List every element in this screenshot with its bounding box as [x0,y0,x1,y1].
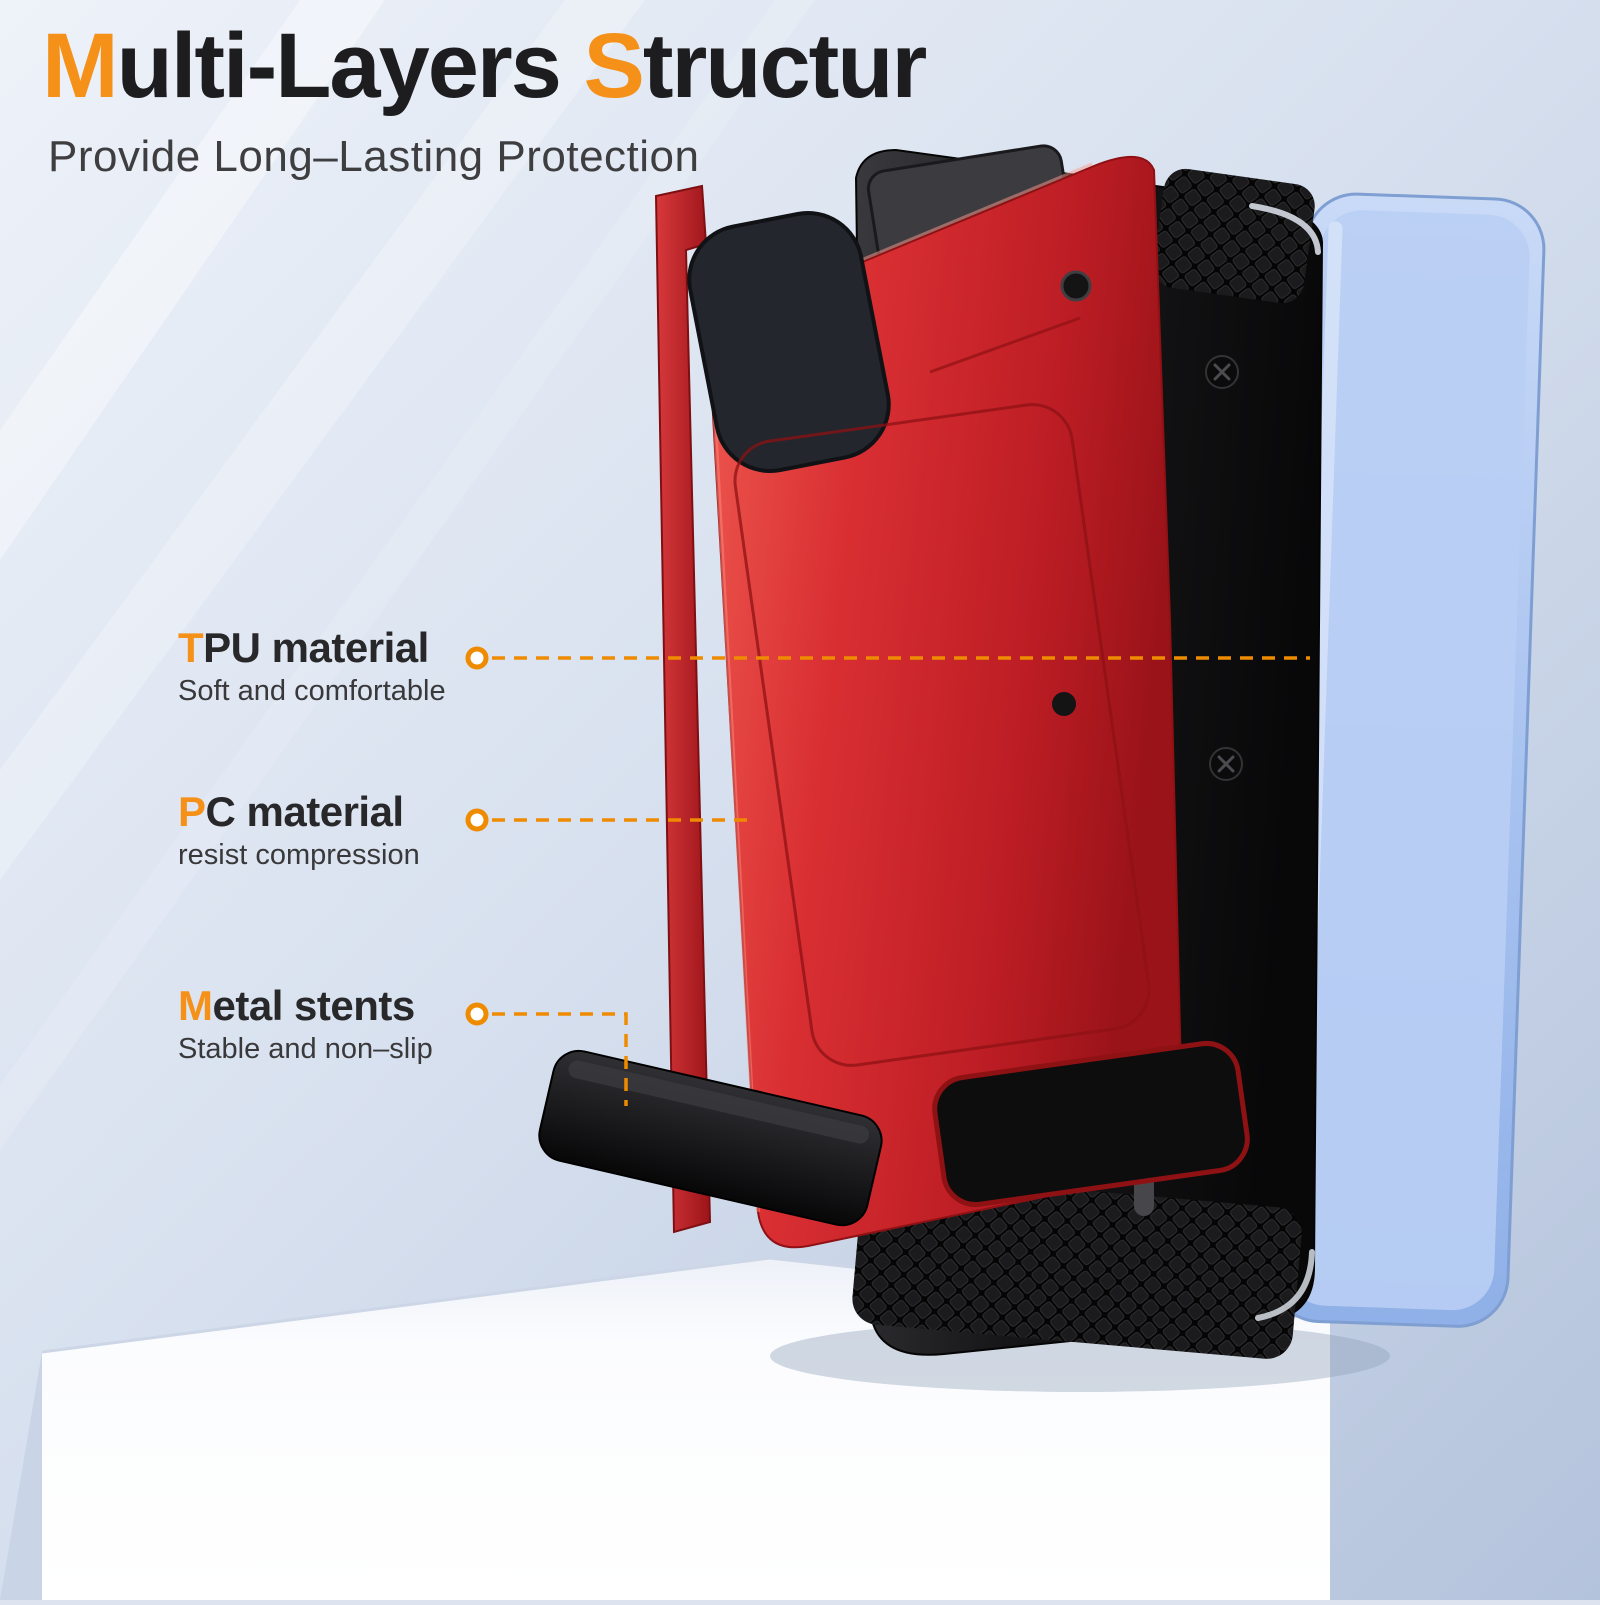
silver-accent-top [1249,203,1321,255]
red-edge-highlight [708,329,760,1213]
light-streaks [0,0,815,1150]
pc-callout-dot [465,808,489,832]
tpu-side-rail [654,184,712,1234]
kickstand [538,1049,883,1227]
tpu-layer-red [654,155,1250,1249]
red-inner-frame [733,403,1151,1067]
texture-patch-bottom [852,1173,1302,1359]
metal-callout-line [492,1012,628,1106]
mid-hole [1052,692,1076,716]
callout-dots [465,646,489,1026]
silver-accent-bottom [1255,1249,1315,1321]
kickstand-recess [932,1040,1250,1208]
tpu-callout-dot [465,646,489,670]
callout-lines [492,656,1310,1106]
texture-patch-top-right [1153,168,1315,304]
camera-cutout [687,210,891,474]
metal-callout-dot [465,1002,489,1026]
red-accent-line [929,316,1081,374]
camera-hole [1060,270,1092,302]
